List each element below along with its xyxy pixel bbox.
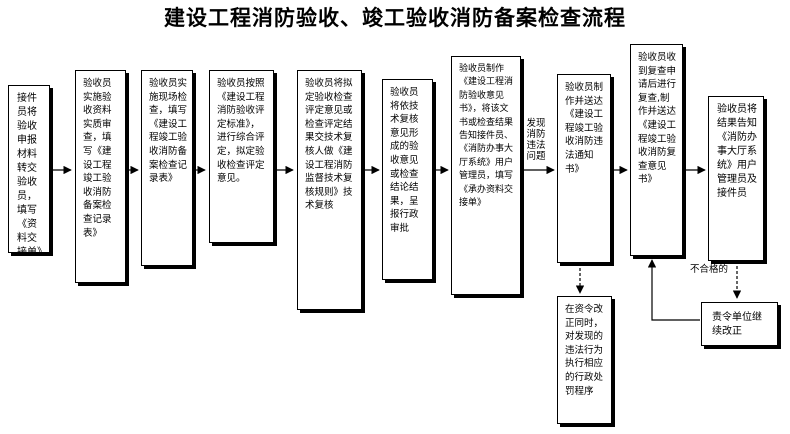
step-6-text: 验收员将依技术复核意见形成的验收意见或检查结论结果，呈报行政审批 xyxy=(390,87,419,234)
page-title: 建设工程消防验收、竣工验收消防备案检查流程 xyxy=(164,6,626,30)
fail-label-text: 不合格的 xyxy=(689,264,728,275)
step-7-text: 验收员制作《建设工程消防验收意见书》，将该文书或检查结果告知接件员、《消防办事大… xyxy=(459,64,514,209)
step-9-box: 验收员收到复查申请后进行复查,制作并送达《建设工程竣工验收消防复查意见书》 xyxy=(630,44,683,256)
step-3-text: 验收员实施现场检查，填写《建设工程竣工验收消防备案检查记录表》 xyxy=(149,78,188,185)
step-8-box: 验收员制作并送达《建设工程竣工验收消防违法通知书》 xyxy=(557,74,611,263)
violation-label: 发现消防违法问题 xyxy=(524,118,548,162)
step-5-text: 验收员将拟定验收检查评定意见或检查评定结果交技术复核人做《建设工程消防监督技术复… xyxy=(305,78,353,212)
step-1-text: 接件员将验收申报材料转交验收员，填写《资料交接单》 xyxy=(17,93,47,258)
step-8-text: 验收员制作并送达《建设工程竣工验收消防违法通知书》 xyxy=(565,82,604,175)
step-4-text: 验收员按照《建设工程消防验收评定标准》，进行综合评定，拟定验收检查评定意见。 xyxy=(217,78,265,185)
step-9-text: 验收员收到复查申请后进行复查,制作并送达《建设工程竣工验收消防复查意见书》 xyxy=(638,52,677,186)
step-10-box: 验收员将结果告知《消防办事大厅系统》用户管理员及接件员 xyxy=(708,96,764,261)
penalty-text: 在资令改正同时，对发现的违法行为执行相应的行政处罚程序 xyxy=(565,304,604,397)
step-5-box: 验收员将拟定验收检查评定意见或检查评定结果交技术复核人做《建设工程消防监督技术复… xyxy=(297,70,362,310)
step-6-box: 验收员将依技术复核意见形成的验收意见或检查结论结果，呈报行政审批 xyxy=(382,79,433,280)
step-7-box: 验收员制作《建设工程消防验收意见书》，将该文书或检查结果告知接件员、《消防办事大… xyxy=(451,56,521,295)
step-2-box: 验收员实施验收资料实质审查，填写《建设工程竣工验收消防备案检查记录表》 xyxy=(75,70,126,283)
step-4-box: 验收员按照《建设工程消防验收评定标准》，进行综合评定，拟定验收检查评定意见。 xyxy=(209,70,274,243)
rectify-text: 责令单位继续改正 xyxy=(712,312,762,337)
step-10-text: 验收员将结果告知《消防办事大厅系统》用户管理员及接件员 xyxy=(717,104,757,199)
violation-label-text: 发现消防违法问题 xyxy=(526,118,546,162)
rectify-box: 责令单位继续改正 xyxy=(701,302,778,346)
fail-label: 不合格的 xyxy=(682,264,736,275)
penalty-box: 在资令改正同时，对发现的违法行为执行相应的行政处罚程序 xyxy=(557,296,612,424)
step-2-text: 验收员实施验收资料实质审查，填写《建设工程竣工验收消防备案检查记录表》 xyxy=(83,78,112,239)
arrow-rectify-9 xyxy=(647,259,700,321)
step-1-box: 接件员将验收申报材料转交验收员，填写《资料交接单》 xyxy=(8,85,50,258)
step-3-box: 验收员实施现场检查，填写《建设工程竣工验收消防备案检查记录表》 xyxy=(141,70,193,266)
